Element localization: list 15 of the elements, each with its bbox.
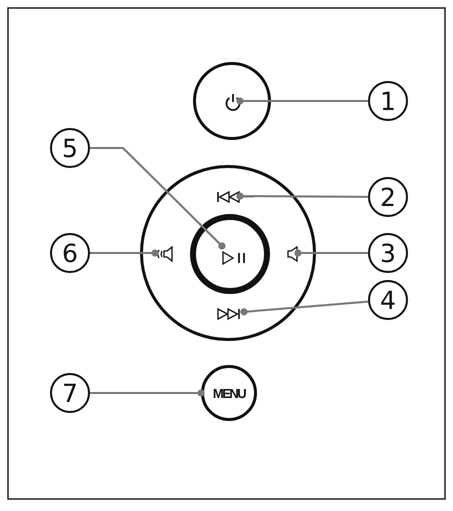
callout-number: 3: [368, 233, 408, 273]
leader-line: [236, 192, 368, 200]
callout-number: 7: [50, 373, 90, 413]
leader-line: [294, 249, 368, 257]
leader-line: [90, 249, 159, 257]
leader-line: [90, 389, 205, 397]
menu-button: MENU: [201, 365, 257, 421]
callout-number: 5: [50, 128, 90, 168]
leader-line: [90, 147, 226, 250]
callout-number: 1: [368, 81, 408, 121]
callout-number: 4: [368, 280, 408, 320]
callout-number: 2: [368, 177, 408, 217]
leader-line: [240, 300, 368, 316]
leader-line: [236, 97, 368, 105]
callout-number: 6: [50, 233, 90, 273]
